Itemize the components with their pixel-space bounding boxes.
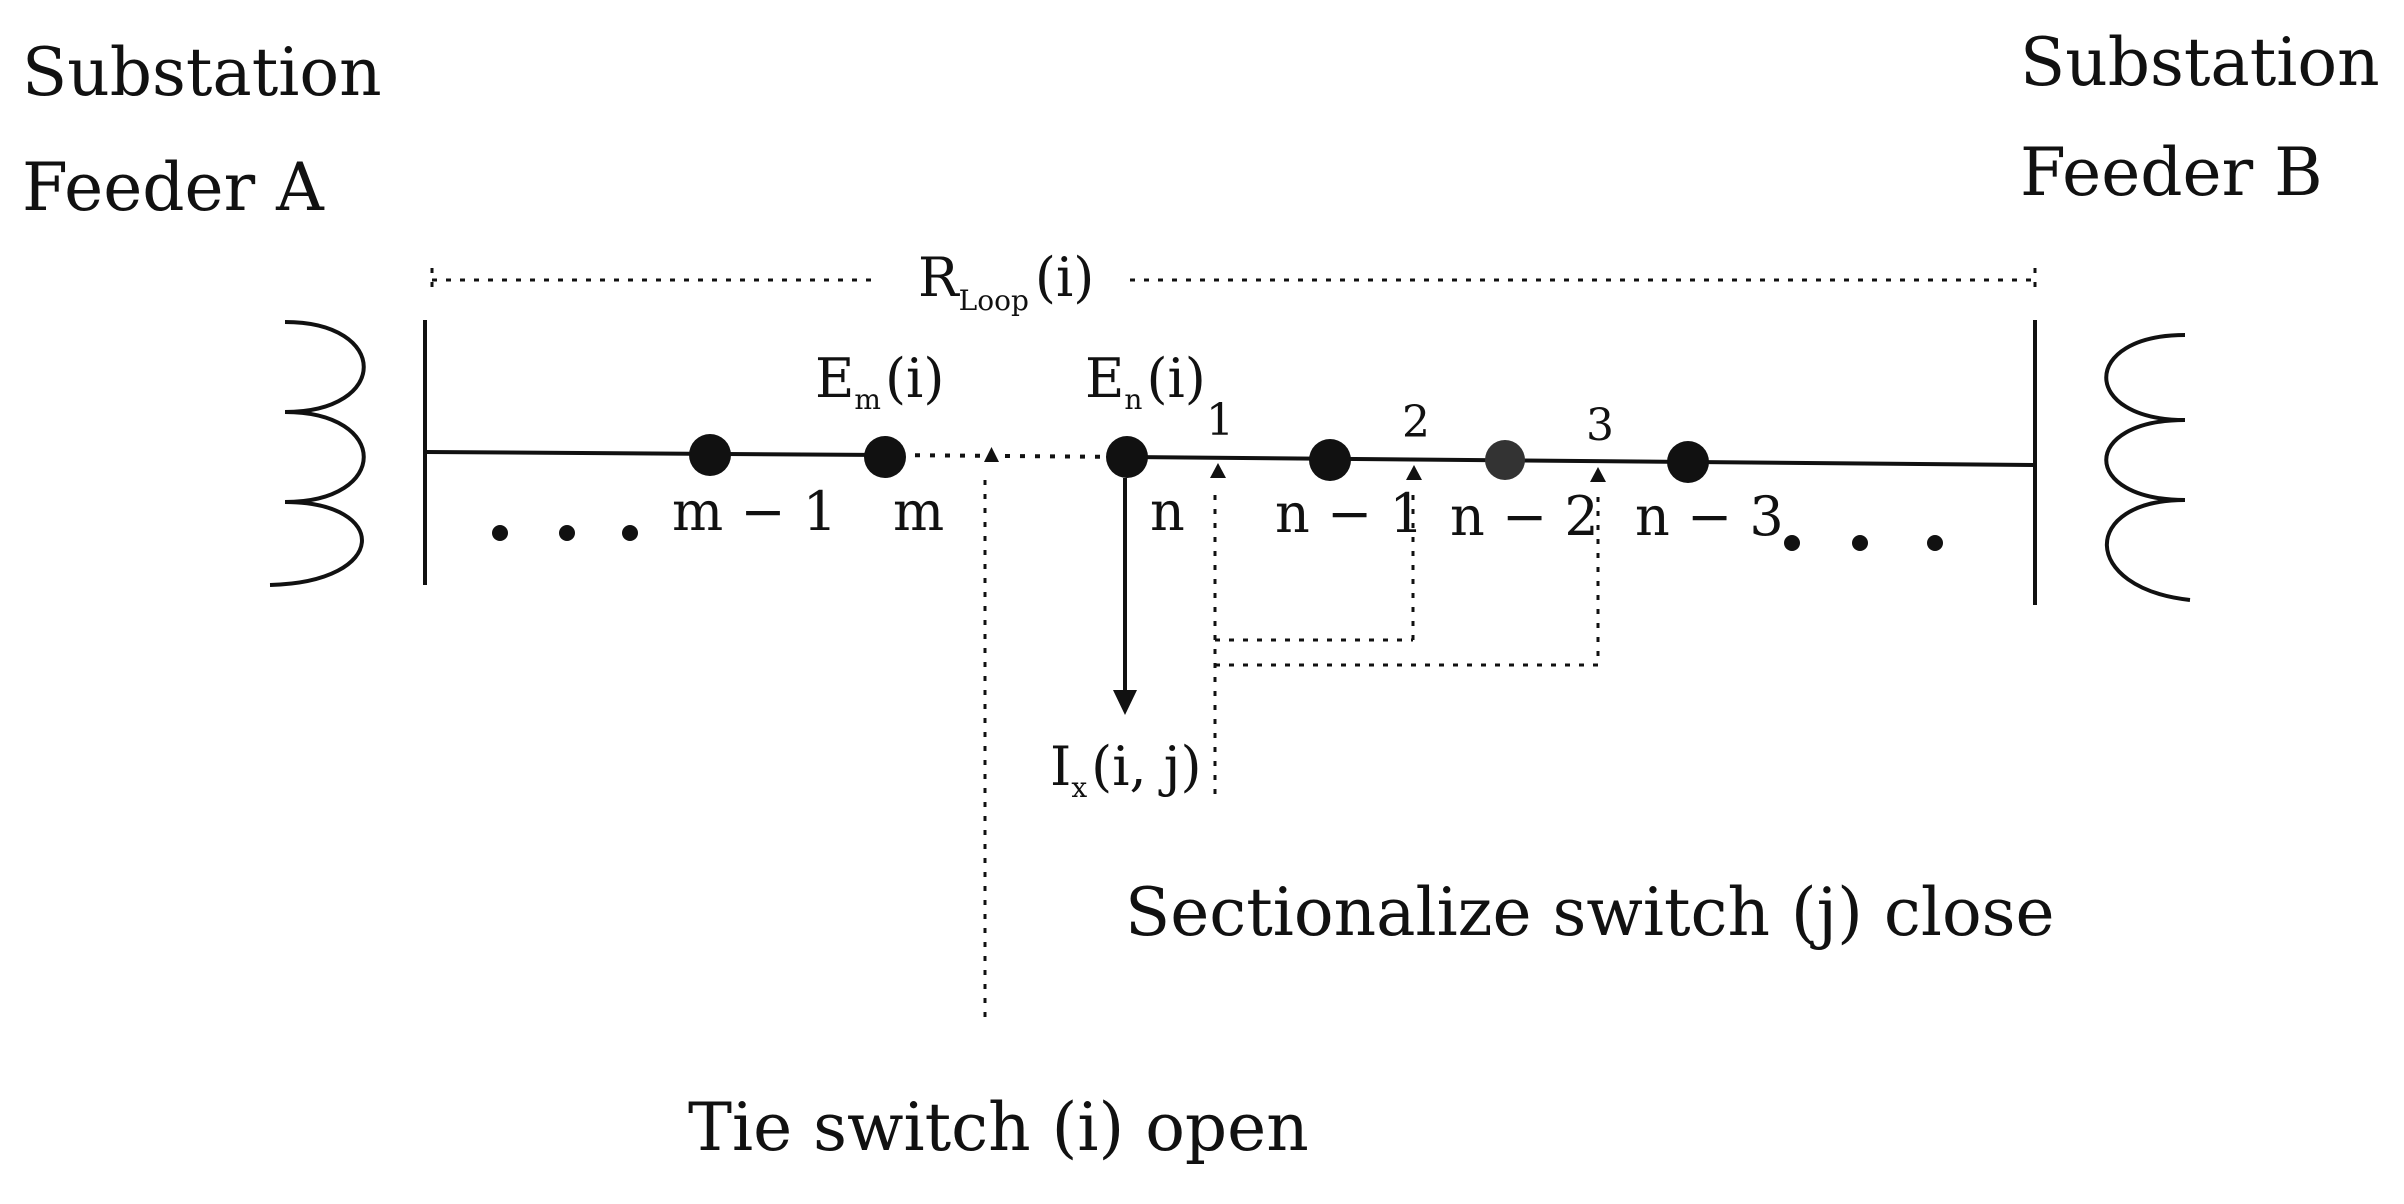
feeder-b-line1: Substation	[2020, 24, 2380, 101]
ellipsis-left	[492, 525, 638, 541]
label-n-minus-2: n − 2	[1450, 485, 1599, 548]
caption-sectionalize-switch: Sectionalize switch (j) close	[1125, 874, 2055, 951]
ellipsis-right	[1784, 535, 1943, 551]
node-n-minus-3	[1667, 441, 1709, 483]
sectionalize-switch-1-marker	[1210, 463, 1226, 478]
node-n	[1106, 436, 1148, 478]
sectionalize-switch-3-marker	[1590, 467, 1606, 482]
node-n-minus-2	[1485, 440, 1525, 480]
transformer-coil-a	[269, 320, 366, 587]
label-n-minus-3: n − 3	[1635, 485, 1784, 548]
label-m: m	[893, 480, 944, 543]
em-label: Em(i)	[815, 347, 944, 416]
caption-tie-switch: Tie switch (i) open	[688, 1089, 1309, 1166]
switch-number-3: 3	[1586, 400, 1614, 451]
label-n-minus-1: n − 1	[1275, 482, 1424, 545]
feeder-a-line	[424, 450, 886, 457]
switch-number-2: 2	[1402, 397, 1430, 448]
r-loop-span	[430, 268, 2037, 292]
sectionalize-switch-2-marker	[1406, 465, 1422, 480]
switch-number-1: 1	[1206, 395, 1234, 446]
transformer-coil-b	[2104, 333, 2191, 602]
node-n-minus-1	[1309, 439, 1351, 481]
label-m-minus-1: m − 1	[672, 480, 837, 543]
fault-current-arrowhead	[1113, 690, 1137, 715]
sectionalize-leaders	[1213, 495, 1600, 800]
feeder-b-line2: Feeder B	[2020, 134, 2323, 211]
tie-switch-marker	[984, 447, 999, 462]
label-n: n	[1150, 480, 1185, 543]
r-loop-label: RLoop(i)	[918, 246, 1094, 317]
en-label: En(i)	[1085, 347, 1206, 416]
tie-gap-dotted	[884, 453, 1126, 459]
ix-label: Ix(i, j)	[1050, 735, 1202, 804]
feeder-a-line1: Substation	[22, 34, 382, 111]
feeder-b-line	[1124, 455, 2036, 467]
feeder-a-line2: Feeder A	[22, 149, 325, 226]
node-m-minus-1	[689, 434, 731, 476]
node-m	[864, 436, 906, 478]
